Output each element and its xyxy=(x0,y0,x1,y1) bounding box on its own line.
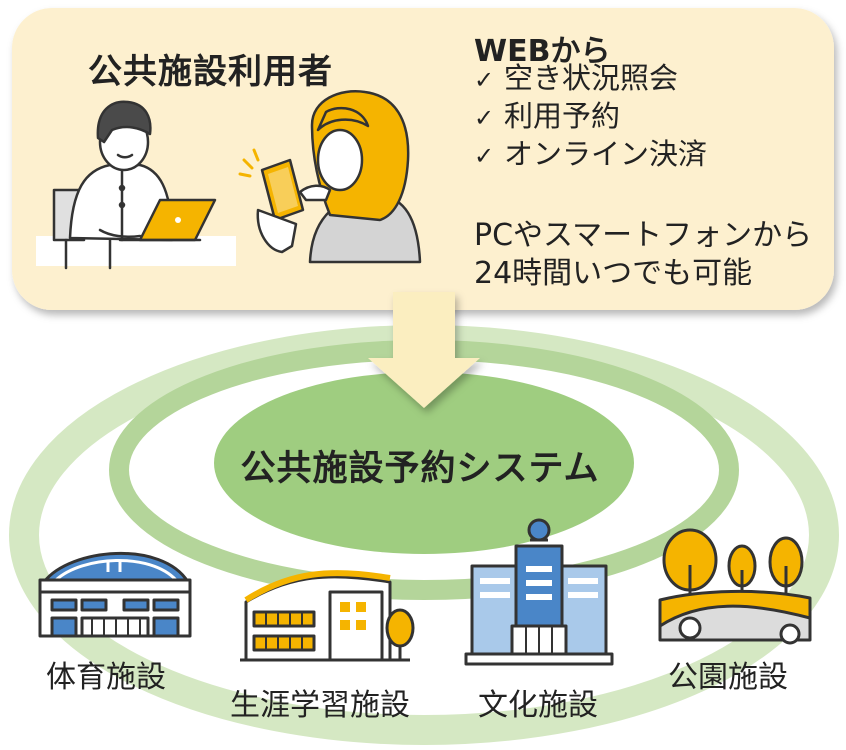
feature-item: ✓ オンライン決済 xyxy=(474,136,707,174)
park-trees-icon xyxy=(658,528,812,645)
system-label: 公共施設予約システム xyxy=(240,449,600,489)
facility-label-lifelong: 生涯学習施設 xyxy=(230,688,410,723)
feature-label: 利用予約 xyxy=(504,99,621,133)
availability-line: 24時間いつでも可能 xyxy=(474,256,753,291)
web-heading: WEBから xyxy=(474,34,611,69)
facility-label-culture: 文化施設 xyxy=(478,688,598,723)
check-icon: ✓ xyxy=(474,104,495,132)
person-laptop-icon xyxy=(36,100,236,270)
users-box-title: 公共施設利用者 xyxy=(88,52,333,92)
check-icon: ✓ xyxy=(474,142,495,170)
woman-smartphone-icon xyxy=(238,90,422,264)
learning-center-icon xyxy=(240,570,415,662)
users-box xyxy=(12,8,834,310)
feature-label: 空き状況照会 xyxy=(504,61,679,95)
down-arrow xyxy=(368,292,480,408)
feature-label: オンライン決済 xyxy=(504,137,708,171)
availability-line: PCやスマートフォンから xyxy=(474,218,813,253)
system-ellipse xyxy=(214,372,634,554)
gymnasium-icon xyxy=(38,552,192,638)
feature-item: ✓ 空き状況照会 xyxy=(474,60,678,98)
facility-label-sports: 体育施設 xyxy=(46,660,166,695)
facility-label-park: 公園施設 xyxy=(668,660,788,695)
feature-item: ✓ 利用予約 xyxy=(474,98,620,136)
check-icon: ✓ xyxy=(474,66,495,94)
cultural-hall-icon xyxy=(464,518,614,666)
